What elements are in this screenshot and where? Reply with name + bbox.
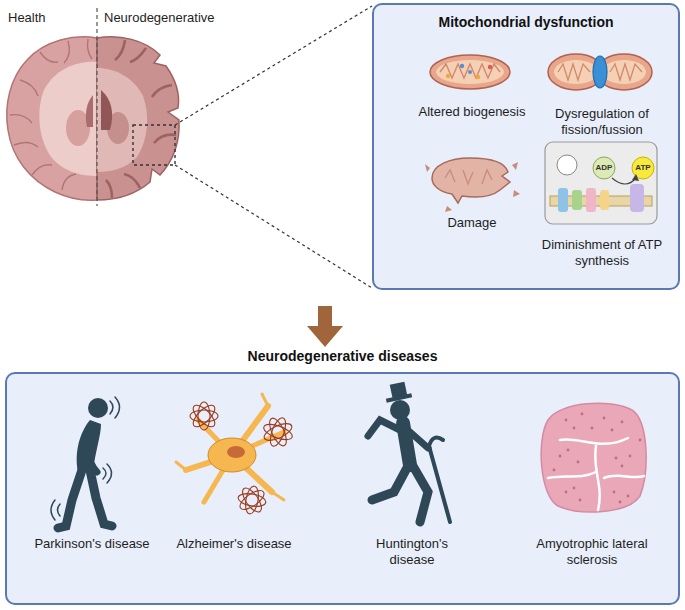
divider-line: [96, 8, 97, 206]
brain-healthy-half-part: [39, 62, 97, 176]
brain-healthy-half-part-part: [10, 115, 32, 123]
brain-healthy-half-part-part: [64, 41, 69, 63]
brain-atrophic-half-part: [107, 112, 129, 144]
brain-atrophic-half-part-part: [130, 48, 146, 62]
brain-healthy-half-part: [10, 39, 92, 190]
disease-caption: Parkinson's disease: [32, 536, 152, 552]
brain-atrophic-half-part-part: [152, 85, 172, 97]
brain-atrophic-half: [97, 37, 179, 200]
side-label: Health: [8, 10, 46, 26]
disease-caption: Amyotrophic lateral sclerosis: [522, 536, 662, 568]
molecule-label: ADP: [589, 163, 619, 173]
item-caption: Dysregulation of fission/fussion: [537, 106, 667, 138]
brain-atrophic-half-part: [97, 68, 147, 172]
brain-healthy-half-part-part: [32, 165, 52, 175]
brain-atrophic-half-part-part: [106, 180, 112, 198]
molecule-label: ATP: [628, 163, 658, 173]
brain-healthy-half-part: [66, 110, 90, 146]
brain-healthy-half-part: [86, 95, 93, 127]
panel-heading: Neurodegenerative diseases: [7, 348, 678, 364]
brain-healthy-half-part-part: [88, 39, 93, 59]
panel-heading: Mitochondrial dysfunction: [374, 14, 678, 30]
brain-healthy-half-part-part: [14, 142, 38, 147]
mitochondria-panel: Mitochondrial dysfunctionAltered biogene…: [372, 3, 680, 290]
brain-healthy-half-part: [7, 37, 97, 200]
brain-atrophic-half-part: [101, 90, 112, 130]
brain-healthy-half-part-part: [62, 174, 76, 190]
zoom-callout-part: [175, 165, 372, 288]
disease-caption: Huntington's disease: [352, 536, 472, 568]
brain-atrophic-half-part-part: [124, 174, 140, 188]
brain-healthy-half-part-part: [20, 80, 38, 96]
item-caption: Altered biogenesis: [407, 104, 537, 120]
brain-healthy-half-part-part: [40, 52, 58, 62]
item-caption: Damage: [407, 215, 537, 231]
item-caption: Diminishment of ATP synthesis: [537, 237, 667, 269]
brain-atrophic-half-part-part: [154, 135, 176, 143]
zoom-callout: [133, 6, 372, 288]
down-arrow-part: [318, 306, 332, 328]
brain-atrophic-half-part: [106, 40, 176, 198]
brain-atrophic-half-part-part: [115, 40, 125, 60]
side-label: Neurodegenerative: [104, 10, 215, 26]
diseases-panel: Neurodegenerative diseasesParkinson's di…: [5, 372, 680, 605]
down-arrow-part: [307, 326, 343, 347]
zoom-callout-part: [133, 125, 175, 165]
brain-healthy-half: [7, 37, 97, 200]
brain-atrophic-half-part: [97, 37, 179, 200]
down-arrow: [307, 306, 343, 347]
disease-caption: Alzheimer's disease: [174, 536, 294, 552]
